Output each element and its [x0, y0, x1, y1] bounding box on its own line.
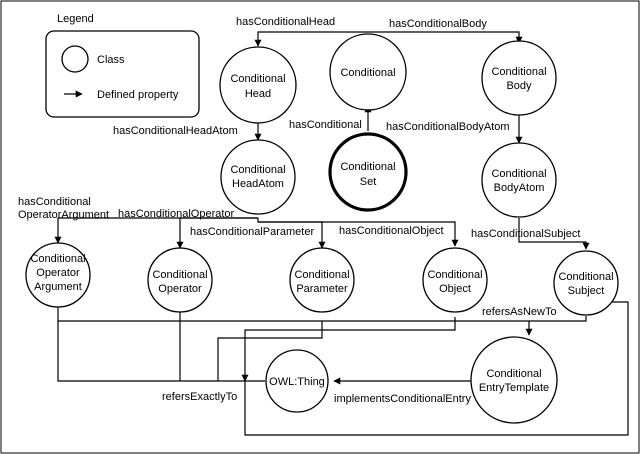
label-refers-as-new-to: refersAsNewTo — [482, 306, 557, 318]
label-has-conditional-subject: hasConditionalSubject — [471, 228, 580, 240]
legend-title: Legend — [57, 13, 94, 25]
label-has-conditional-operator-argument-line1: hasConditional — [18, 196, 91, 208]
node-conditional-set-line1: Conditional — [340, 161, 395, 173]
edge-has-conditional-head — [254, 31, 368, 47]
node-conditional-body-atom-line1: Conditional — [491, 168, 546, 180]
label-implements-conditional-entry: implementsConditionalEntry — [334, 393, 471, 405]
edge-has-conditional-subject — [518, 218, 590, 250]
node-conditional-entry-template-line1: Conditional — [486, 368, 541, 380]
node-conditional: Conditional — [329, 33, 407, 111]
edge-has-conditional-body — [368, 31, 523, 44]
node-conditional-body-line2: Body — [506, 80, 532, 92]
node-conditional-head-atom-line2: HeadAtom — [232, 178, 284, 190]
node-conditional-subject-line1: Conditional — [558, 271, 613, 283]
node-conditional-subject-line2: Subject — [568, 285, 605, 297]
node-conditional-subject: Conditional Subject — [553, 250, 619, 316]
legend: Legend Class Defined property — [45, 13, 200, 118]
node-conditional-head-line2: Head — [245, 88, 271, 100]
label-has-conditional: hasConditional — [289, 119, 362, 131]
node-owl-thing-line1: OWL:Thing — [269, 376, 325, 388]
label-has-conditional-head-atom: hasConditionalHeadAtom — [113, 125, 238, 137]
node-conditional-parameter-line2: Parameter — [296, 283, 348, 295]
node-conditional-object-line2: Object — [439, 283, 471, 295]
label-has-conditional-parameter: hasConditionalParameter — [190, 226, 314, 238]
edge-subject-connector — [244, 301, 629, 436]
legend-class-label: Class — [97, 54, 125, 66]
node-conditional-head: Conditional Head — [219, 46, 297, 124]
node-conditional-operator-argument-line3: Argument — [34, 281, 82, 293]
nodes: Conditional Head Conditional Conditional… — [25, 33, 619, 424]
edge-refers-exactly-to — [57, 311, 456, 381]
label-has-conditional-body-atom: hasConditionalBodyAtom — [386, 121, 510, 133]
node-conditional-object-line1: Conditional — [427, 269, 482, 281]
label-has-conditional-body: hasConditionalBody — [389, 18, 487, 30]
node-conditional-parameter-line1: Conditional — [294, 269, 349, 281]
legend-box — [45, 30, 200, 118]
node-conditional-object: Conditional Object — [422, 247, 488, 313]
node-conditional-operator-argument-line2: Operator — [36, 267, 80, 279]
edge-has-conditional-operator — [176, 217, 258, 249]
node-conditional-operator: Conditional Operator — [147, 247, 213, 313]
node-conditional-body-atom: Conditional BodyAtom — [481, 142, 557, 218]
node-conditional-operator-line2: Operator — [158, 283, 202, 295]
edge-labels: hasConditionalHead hasConditionalBody ha… — [18, 16, 580, 405]
node-conditional-entry-template: Conditional EntryTemplate — [470, 336, 558, 424]
node-conditional-set: Conditional Set — [328, 132, 408, 212]
node-conditional-operator-argument: Conditional Operator Argument — [25, 242, 91, 308]
node-conditional-body-atom-line2: BodyAtom — [494, 182, 545, 194]
label-has-conditional-operator: hasConditionalOperator — [118, 208, 235, 220]
legend-class-symbol — [61, 45, 89, 73]
node-conditional-head-line1: Conditional — [230, 73, 285, 85]
node-conditional-parameter: Conditional Parameter — [289, 247, 355, 313]
node-conditional-operator-argument-line1: Conditional — [30, 253, 85, 265]
node-conditional-entry-template-line2: EntryTemplate — [479, 382, 549, 394]
label-has-conditional-operator-argument-line2: OperatorArgument — [18, 209, 109, 221]
label-refers-exactly-to: refersExactlyTo — [162, 391, 237, 403]
node-conditional-body: Conditional Body — [481, 40, 557, 116]
node-conditional-line1: Conditional — [340, 67, 395, 79]
node-conditional-body-line1: Conditional — [491, 66, 546, 78]
node-conditional-head-atom: Conditional HeadAtom — [220, 139, 296, 215]
node-conditional-head-atom-line1: Conditional — [230, 164, 285, 176]
label-has-conditional-head: hasConditionalHead — [236, 16, 335, 28]
edge-has-conditional-object — [258, 221, 459, 247]
node-conditional-operator-line1: Conditional — [152, 269, 207, 281]
node-conditional-set-line2: Set — [360, 176, 377, 188]
label-has-conditional-object: hasConditionalObject — [339, 225, 444, 237]
legend-property-label: Defined property — [97, 89, 179, 101]
node-owl-thing: OWL:Thing — [265, 349, 329, 413]
